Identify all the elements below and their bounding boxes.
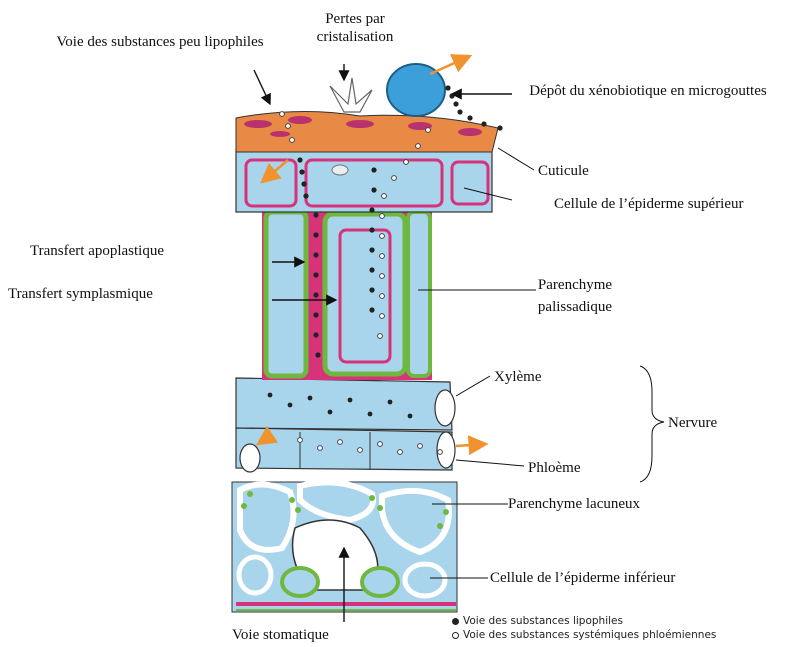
upper-epidermis [236, 150, 492, 212]
legend-text: Voie des substances systémiques phloémie… [463, 628, 716, 642]
label-parenchyme-lacuneux: Parenchyme lacuneux [508, 495, 640, 513]
label-nervure: Nervure [668, 414, 717, 432]
filled-dot-icon [452, 618, 459, 625]
label-pertes: Pertes par cristalisation [300, 10, 410, 46]
legend-item-systemiques: Voie des substances systémiques phloémie… [452, 628, 716, 642]
label-parenchyme-palissadique: Parenchyme palissadique [520, 274, 630, 318]
vein [236, 378, 455, 472]
label-epiderme-superieur: Cellule de l’épiderme supérieur [554, 195, 744, 213]
legend-item-lipophiles: Voie des substances lipophiles [452, 614, 716, 628]
legend-text: Voie des substances lipophiles [463, 614, 623, 628]
label-voie-stomatique: Voie stomatique [232, 626, 329, 644]
label-voie-peu-lipophiles: Voie des substances peu lipophiles [40, 33, 280, 51]
hollow-dot-icon [452, 632, 459, 639]
palisade-parenchyma [262, 208, 432, 380]
label-xyleme: Xylème [494, 368, 541, 386]
cuticle-layer [236, 111, 498, 152]
label-cuticule: Cuticule [538, 162, 589, 180]
label-depot: Dépôt du xénobiotique en microgouttes [528, 80, 768, 102]
legend: Voie des substances lipophiles Voie des … [452, 614, 716, 642]
label-transfert-apoplastique: Transfert apoplastique [30, 242, 164, 260]
label-epiderme-inferieur: Cellule de l’épiderme inférieur [490, 569, 675, 587]
label-phloeme: Phloème [528, 459, 581, 477]
label-transfert-symplasmique: Transfert symplasmique [8, 285, 153, 303]
crystal-deposit [330, 78, 372, 112]
